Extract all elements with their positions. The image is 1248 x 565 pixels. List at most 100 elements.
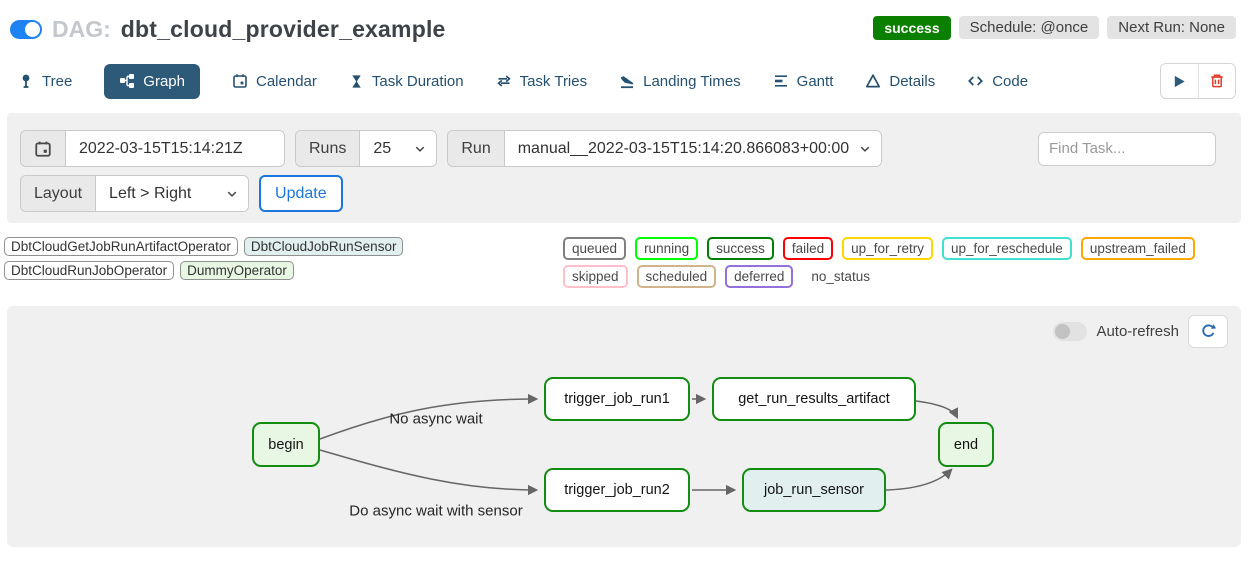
gantt-bars-icon	[773, 73, 789, 89]
status-legend-badge: scheduled	[636, 265, 717, 288]
status-legend-badge: up_for_retry	[842, 237, 933, 260]
tab-graph[interactable]: Graph	[104, 63, 200, 99]
delete-dag-button[interactable]	[1198, 64, 1235, 98]
tree-icon	[18, 73, 34, 89]
status-legend-badge: success	[707, 237, 774, 260]
refresh-icon	[1201, 324, 1216, 337]
dag-run-value: manual__2022-03-15T15:14:20.866083+00:00	[517, 139, 850, 157]
calendar-icon	[35, 141, 51, 157]
code-icon	[967, 73, 984, 89]
tab-label: Gantt	[796, 72, 834, 90]
layout-value: Left > Right	[109, 184, 192, 202]
edge-label: No async wait	[389, 410, 483, 428]
operator-legend-badge: DbtCloudRunJobOperator	[4, 261, 175, 280]
triangle-icon	[865, 73, 881, 89]
status-legend-badge: no_status	[811, 269, 870, 284]
filter-row-1: Runs 25 Run manual__2022-03-15T15:14:20.…	[20, 130, 1228, 167]
status-legend-badge: failed	[782, 237, 834, 260]
tab-label: Task Tries	[519, 72, 588, 90]
chevron-down-icon	[859, 143, 871, 155]
tab-code[interactable]: Code	[967, 64, 1028, 99]
play-icon	[1174, 75, 1185, 87]
status-legend-badge: queued	[563, 237, 627, 260]
trash-icon	[1211, 74, 1223, 88]
task-node-trigger_job_run1[interactable]: trigger_job_run1	[544, 377, 690, 421]
status-legend-badge: skipped	[563, 265, 628, 288]
status-legend-badge: deferred	[725, 265, 794, 288]
tab-tree[interactable]: Tree	[18, 64, 72, 99]
edge-label: Do async wait with sensor	[349, 502, 523, 520]
task-node-end[interactable]: end	[938, 422, 994, 467]
chevron-down-icon	[414, 143, 426, 155]
run-label: Run	[448, 131, 505, 166]
task-node-job_run_sensor[interactable]: job_run_sensor	[742, 468, 886, 512]
date-picker-addon[interactable]	[21, 131, 66, 166]
status-badge: success	[873, 16, 951, 40]
tab-label: Details	[889, 72, 936, 90]
tab-task-tries[interactable]: Task Tries	[496, 64, 588, 99]
trigger-dag-button[interactable]	[1161, 64, 1198, 98]
view-tabs: Tree Graph Calendar Task Duration Task Tries…	[18, 63, 1028, 99]
toggle-knob	[25, 22, 40, 37]
base-date-group	[20, 130, 285, 167]
header-badges: success Schedule: @once Next Run: None	[873, 16, 1236, 40]
runs-count-value: 25	[373, 139, 392, 157]
page-title: dbt_cloud_provider_example	[120, 16, 446, 42]
graph-edges	[319, 393, 959, 496]
auto-refresh-label: Auto-refresh	[1096, 323, 1179, 340]
layout-label: Layout	[21, 176, 97, 211]
tab-task-duration[interactable]: Task Duration	[349, 64, 464, 99]
auto-refresh-toggle[interactable]	[1053, 322, 1088, 341]
runs-label: Runs	[296, 131, 361, 166]
dag-header: DAG: dbt_cloud_provider_example success …	[0, 0, 1248, 43]
refresh-controls: Auto-refresh	[1053, 315, 1228, 348]
graph-icon	[119, 73, 135, 89]
layout-select[interactable]: Left > Right	[96, 176, 249, 211]
filter-row-2: Layout Left > Right Update	[20, 175, 1228, 212]
base-date-input[interactable]	[66, 131, 284, 166]
view-tabbar: Tree Graph Calendar Task Duration Task Tries…	[0, 43, 1248, 99]
task-node-get_run_results_artifact[interactable]: get_run_results_artifact	[712, 377, 916, 421]
edge-job_run_sensor-to-end	[885, 468, 953, 491]
operator-legend-badge: DummyOperator	[180, 261, 294, 280]
update-button[interactable]: Update	[259, 175, 343, 212]
layout-group: Layout Left > Right	[20, 175, 250, 212]
task-node-trigger_job_run2[interactable]: trigger_job_run2	[544, 468, 690, 512]
tab-landing-times[interactable]: Landing Times	[619, 64, 741, 99]
task-node-begin[interactable]: begin	[252, 422, 320, 467]
tab-calendar[interactable]: Calendar	[232, 64, 317, 99]
tab-label: Task Duration	[371, 72, 464, 90]
next-run-badge: Next Run: None	[1107, 16, 1236, 39]
status-legend-badge: running	[635, 237, 699, 260]
tab-gantt[interactable]: Gantt	[773, 64, 834, 99]
tab-label: Code	[992, 72, 1029, 90]
dag-pause-toggle[interactable]	[10, 20, 42, 39]
toggle-knob	[1055, 324, 1071, 339]
status-legend-badge: upstream_failed	[1080, 237, 1195, 260]
tab-details[interactable]: Details	[865, 64, 935, 99]
retry-arrows-icon	[496, 73, 512, 89]
edge-begin-to-trigger_job_run2	[319, 449, 539, 496]
plane-landing-icon	[619, 73, 635, 89]
dag-action-buttons	[1160, 63, 1236, 99]
edge-begin-to-trigger_job_run1	[319, 393, 539, 440]
dag-run-select[interactable]: manual__2022-03-15T15:14:20.866083+00:00	[504, 131, 882, 166]
edge-get_run_results_artifact-to-end	[915, 400, 959, 420]
find-task-input[interactable]	[1038, 131, 1216, 166]
runs-group: Runs 25	[295, 130, 438, 167]
tab-label: Calendar	[256, 72, 317, 90]
hourglass-icon	[349, 74, 364, 89]
calendar-icon	[232, 73, 248, 89]
tab-label: Landing Times	[643, 72, 741, 90]
refresh-button[interactable]	[1188, 315, 1228, 348]
tab-label: Graph	[143, 72, 185, 90]
operator-legend-badge: DbtCloudGetJobRunArtifactOperator	[4, 237, 238, 256]
dag-graph-canvas[interactable]: Auto-refresh No async wait Do async wait …	[7, 306, 1241, 547]
tab-label: Tree	[42, 72, 73, 90]
run-group: Run manual__2022-03-15T15:14:20.866083+0…	[447, 130, 883, 167]
runs-count-select[interactable]: 25	[360, 131, 437, 166]
status-legend-badge: up_for_reschedule	[941, 237, 1072, 260]
filter-panel: Runs 25 Run manual__2022-03-15T15:14:20.…	[7, 113, 1241, 223]
